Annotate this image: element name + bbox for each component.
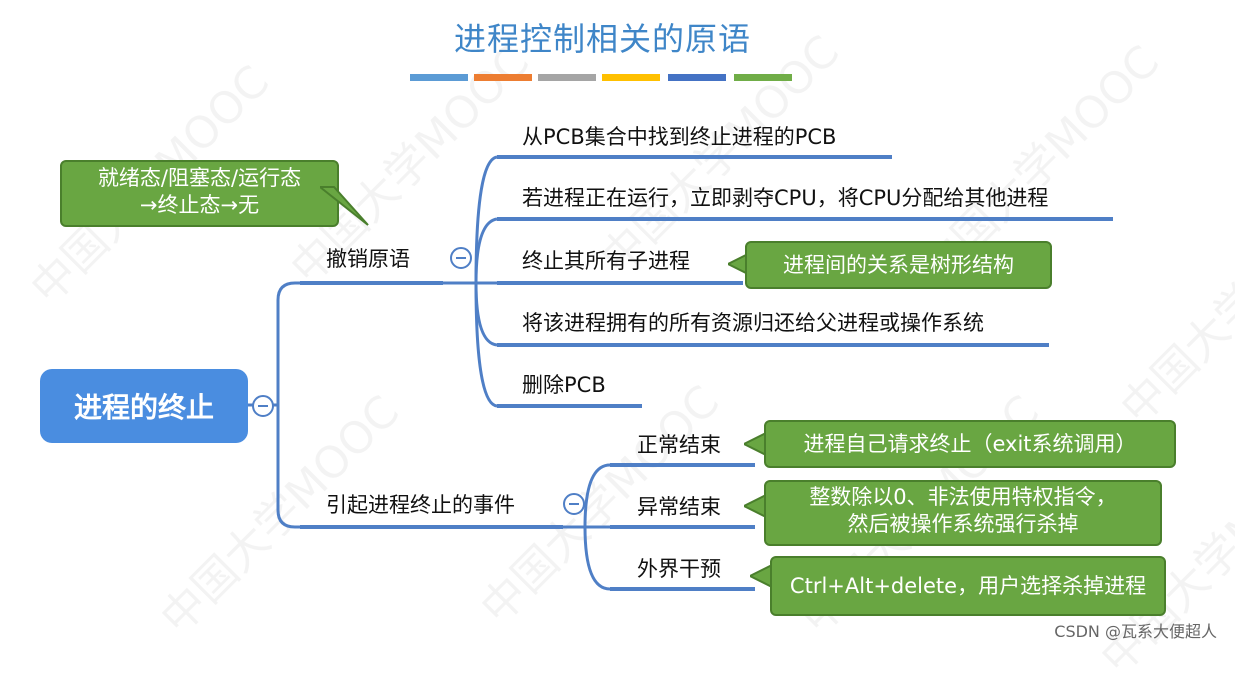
- revoke-step-underline: [497, 217, 1113, 221]
- title-bar-segment: [474, 74, 532, 81]
- title-bar-segment: [410, 74, 468, 81]
- collapse-toggle[interactable]: [563, 493, 585, 515]
- root-node: 进程的终止: [40, 369, 248, 443]
- event-item-underline: [610, 587, 755, 591]
- event-item-label: 外界干预: [637, 557, 721, 581]
- title-bar-segment: [538, 74, 596, 81]
- revoke-step: 终止其所有子进程: [522, 249, 690, 273]
- branch-revoke-underline: [300, 281, 443, 285]
- collapse-toggle[interactable]: [450, 247, 472, 269]
- callout-line: 整数除以0、非法使用特权指令，: [809, 485, 1117, 509]
- callout-tree-structure: 进程间的关系是树形结构: [745, 241, 1052, 289]
- revoke-step: 从PCB集合中找到终止进程的PCB: [522, 125, 837, 149]
- revoke-step: 若进程正在运行，立即剥夺CPU，将CPU分配给其他进程: [522, 186, 1049, 210]
- collapse-toggle[interactable]: [252, 395, 274, 417]
- revoke-step-underline: [497, 404, 642, 408]
- callout-line: 就绪态/阻塞态/运行态: [97, 166, 302, 190]
- event-item-underline: [610, 463, 755, 467]
- revoke-step-underline: [497, 343, 1049, 347]
- revoke-step-underline: [497, 155, 892, 159]
- callout-line: →终止态→无: [139, 193, 260, 217]
- event-item-label: 异常结束: [637, 495, 721, 519]
- revoke-step: 将该进程拥有的所有资源归还给父进程或操作系统: [522, 311, 984, 335]
- revoke-step-underline: [497, 281, 743, 285]
- source-credit: CSDN @瓦系大便超人: [1054, 622, 1217, 641]
- page-title: 进程控制相关的原语: [453, 20, 751, 58]
- title-bar-segment: [668, 74, 726, 81]
- callout-pointer: [320, 186, 369, 226]
- callout-normal-exit: 进程自己请求终止（exit系统调用）: [764, 420, 1176, 468]
- branch-events-underline: [300, 525, 563, 529]
- title-bar-segment: [734, 74, 792, 81]
- branch-events-label: 引起进程终止的事件: [326, 493, 515, 517]
- callout-external-intervention: Ctrl+Alt+delete，用户选择杀掉进程: [770, 556, 1166, 616]
- branch-revoke-label: 撤销原语: [326, 247, 410, 271]
- event-item-underline: [610, 525, 755, 529]
- revoke-step: 删除PCB: [522, 373, 606, 397]
- callout-line: 然后被操作系统强行杀掉: [847, 512, 1079, 536]
- callout-abnormal-exit: 整数除以0、非法使用特权指令， 然后被操作系统强行杀掉: [764, 480, 1162, 546]
- callout-state-transition: 就绪态/阻塞态/运行态 →终止态→无: [60, 160, 339, 227]
- title-bar-segment: [602, 74, 660, 81]
- event-item-label: 正常结束: [637, 433, 721, 457]
